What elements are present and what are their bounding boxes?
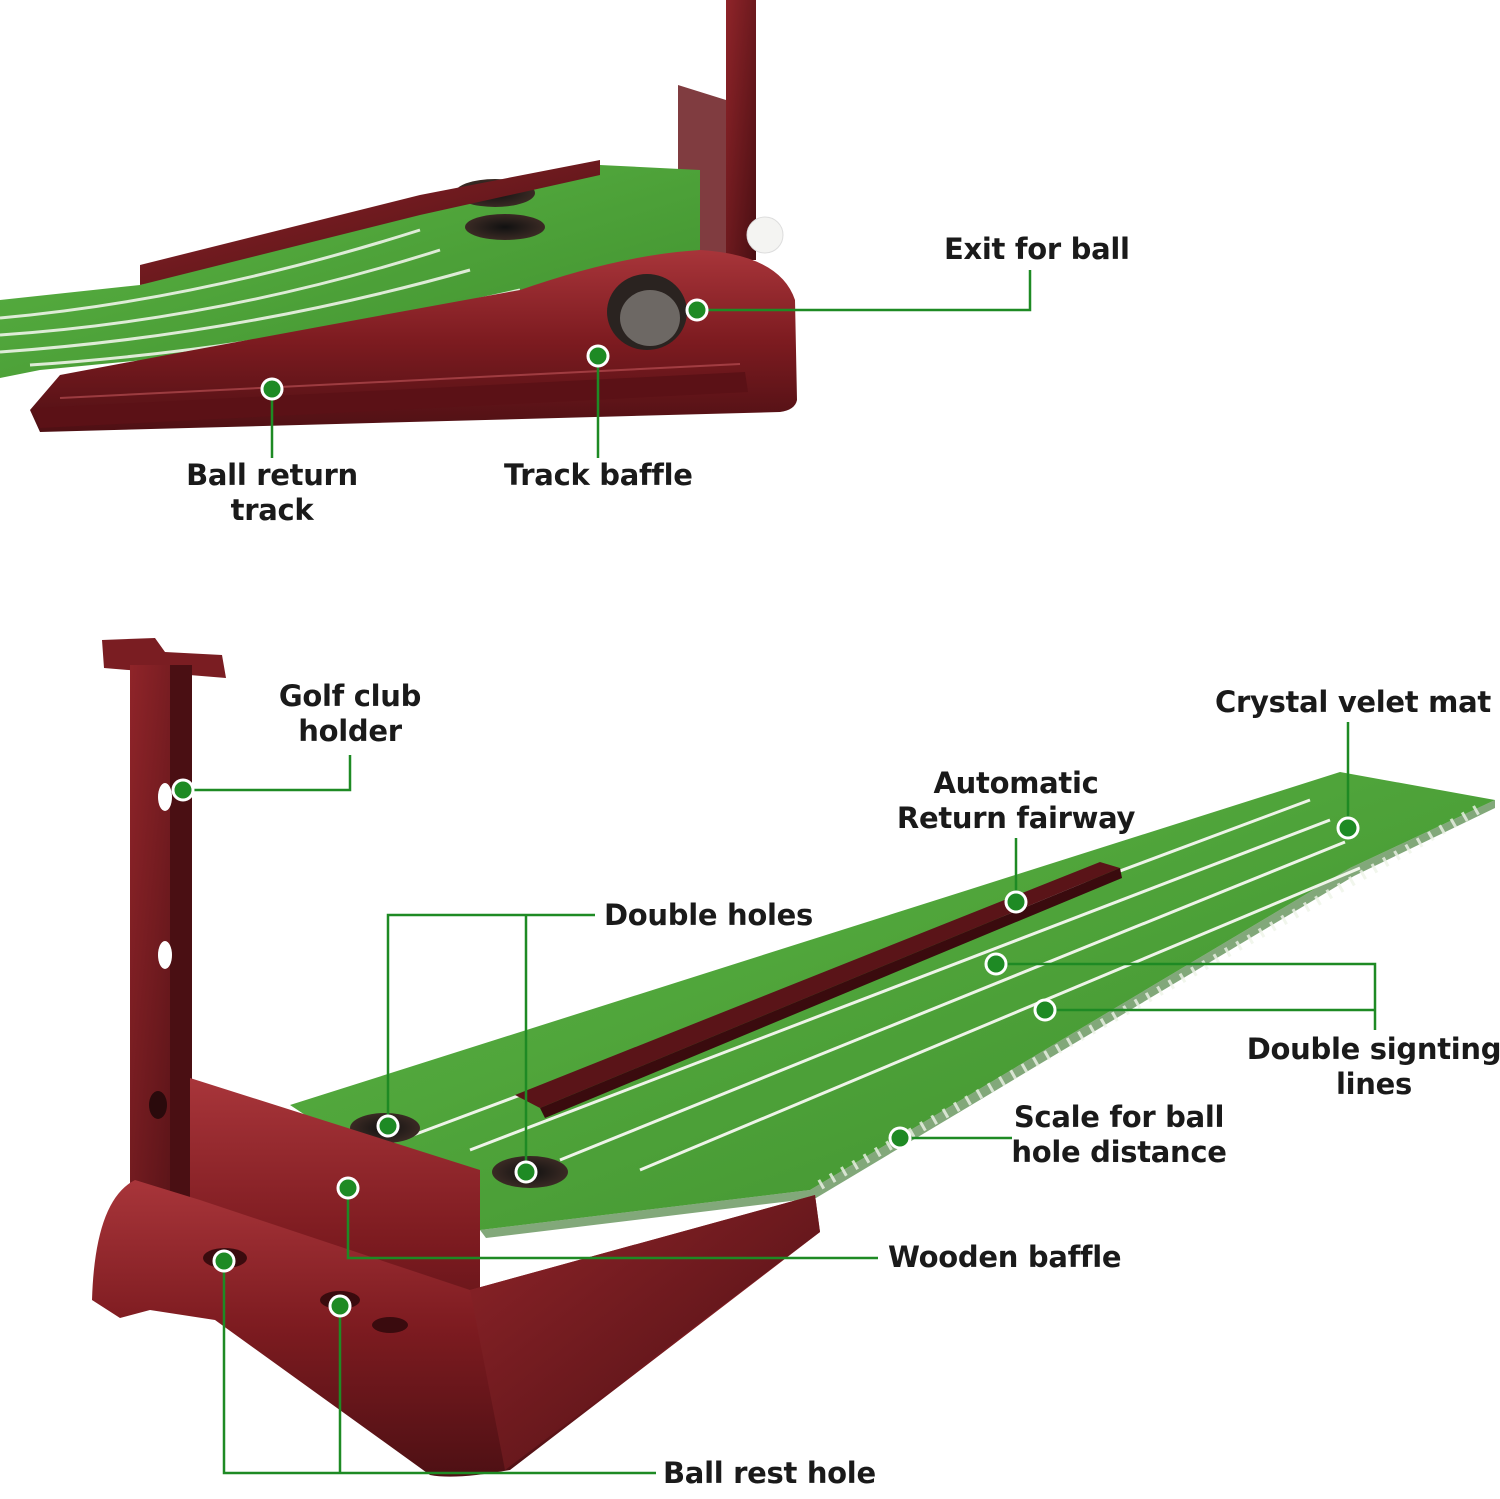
dot-scale <box>888 1126 912 1150</box>
dot-double-hole-1 <box>376 1114 400 1138</box>
label-exit-for-ball: Exit for ball <box>944 232 1130 266</box>
label-golf-club-holder-line1: Golf club <box>278 679 422 713</box>
post-hole-3 <box>149 1091 167 1119</box>
label-automatic-return-line1: Automatic <box>933 766 1099 800</box>
callout-dots <box>171 298 1360 1318</box>
dot-golf-club-holder <box>171 778 195 802</box>
line-sighting-1 <box>996 962 1377 1030</box>
dot-ball-rest-2 <box>328 1294 352 1318</box>
top-product <box>0 0 797 432</box>
dot-exit-for-ball <box>685 298 709 322</box>
rest-hole-3 <box>372 1317 408 1333</box>
top-hole-2 <box>465 214 545 240</box>
label-double-signting-line1: Double signting <box>1246 1032 1500 1066</box>
callout-lines <box>183 270 1377 1475</box>
label-ball-rest-hole: Ball rest hole <box>663 1456 876 1490</box>
post-hole-2 <box>158 941 172 969</box>
dot-wooden-baffle <box>336 1176 360 1200</box>
top-post <box>726 0 756 260</box>
label-crystal-velet-mat: Crystal velet mat <box>1215 685 1491 719</box>
label-ball-return-track: Ball return track <box>186 458 358 528</box>
label-scale-for-ball-hole-distance: Scale for ball hole distance <box>1011 1100 1227 1170</box>
label-scale-line1: Scale for ball <box>1013 1100 1225 1134</box>
label-double-signting-line2: lines <box>1336 1067 1412 1101</box>
top-back-wall <box>140 160 600 285</box>
label-scale-line2: hole distance <box>1011 1135 1227 1169</box>
label-ball-return-track-line1: Ball return <box>186 458 358 492</box>
top-track <box>35 372 748 428</box>
label-automatic-return-line2: Return fairway <box>896 801 1136 835</box>
label-track-baffle: Track baffle <box>504 458 693 492</box>
dot-track-baffle <box>586 344 610 368</box>
bottom-rail <box>515 862 1120 1108</box>
label-wooden-baffle: Wooden baffle <box>888 1240 1122 1274</box>
label-ball-return-track-line2: track <box>230 493 314 527</box>
label-automatic-return-fairway: Automatic Return fairway <box>897 766 1135 836</box>
dot-double-hole-2 <box>514 1160 538 1184</box>
dot-sighting-2 <box>1033 998 1057 1022</box>
post-hole-1 <box>158 783 172 811</box>
label-double-holes: Double holes <box>604 898 813 932</box>
dot-automatic-return <box>1004 890 1028 914</box>
bottom-mat <box>290 772 1495 1230</box>
dot-ball-return-track <box>260 377 284 401</box>
dot-crystal-velet-mat <box>1336 816 1360 840</box>
dot-sighting-1 <box>984 952 1008 976</box>
line-exit-for-ball <box>697 270 1032 312</box>
dot-ball-rest-1 <box>212 1249 236 1273</box>
line-ball-rest-hole <box>222 1261 656 1475</box>
top-golf-ball <box>746 216 784 254</box>
label-golf-club-holder: Golf club holder <box>278 679 422 749</box>
line-golf-club-holder <box>183 755 352 792</box>
label-double-signting-lines: Double signting lines <box>1247 1032 1500 1102</box>
line-wooden-baffle <box>346 1188 878 1260</box>
label-golf-club-holder-line2: holder <box>298 714 402 748</box>
bottom-product <box>92 638 1495 1477</box>
